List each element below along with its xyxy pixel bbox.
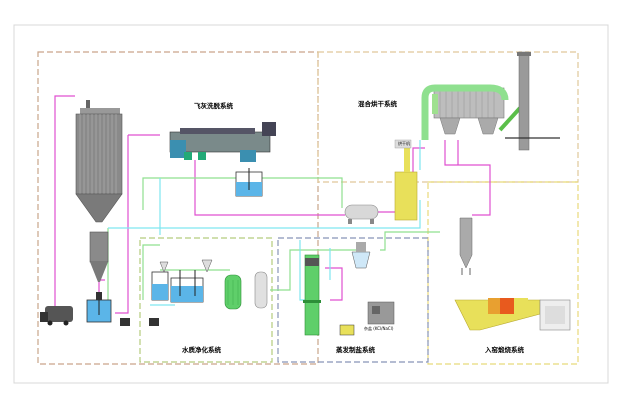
truck [40,306,73,326]
chimney [505,51,560,151]
flow-line-cyan [108,200,421,229]
water-purification-tanks [151,259,213,303]
centrifuge [169,122,276,197]
label-kiln-calcination: 入窑煅烧系统 [484,345,525,354]
label-fly-ash-washing: 飞灰洗脱系统 [194,101,234,110]
mixer-tank [344,204,379,224]
label-salt-product: 杂盐 (KCl/NaCl) [364,325,394,331]
dryer [394,139,418,221]
zone-water [139,237,273,363]
label-dryer-small: 烘干机 [398,140,410,146]
label-mixed-drying: 混合烘干系统 [358,99,398,108]
mixing-tank [86,292,159,326]
label-water-purification: 水质净化系统 [182,345,222,354]
label-evaporation-salt: 蒸发制盐系统 [336,345,376,354]
fly-ash-silo [75,100,123,282]
zone-drying [317,51,579,183]
zone-fly-ash [37,51,319,365]
zone-evaporation [277,237,429,363]
filter-columns [224,271,268,310]
zone-borders [37,51,579,365]
flow-line-magenta [54,95,75,310]
rotary-kiln [454,298,571,331]
baghouse [421,84,522,140]
kiln-silo [459,217,473,275]
evaporator [303,242,395,336]
